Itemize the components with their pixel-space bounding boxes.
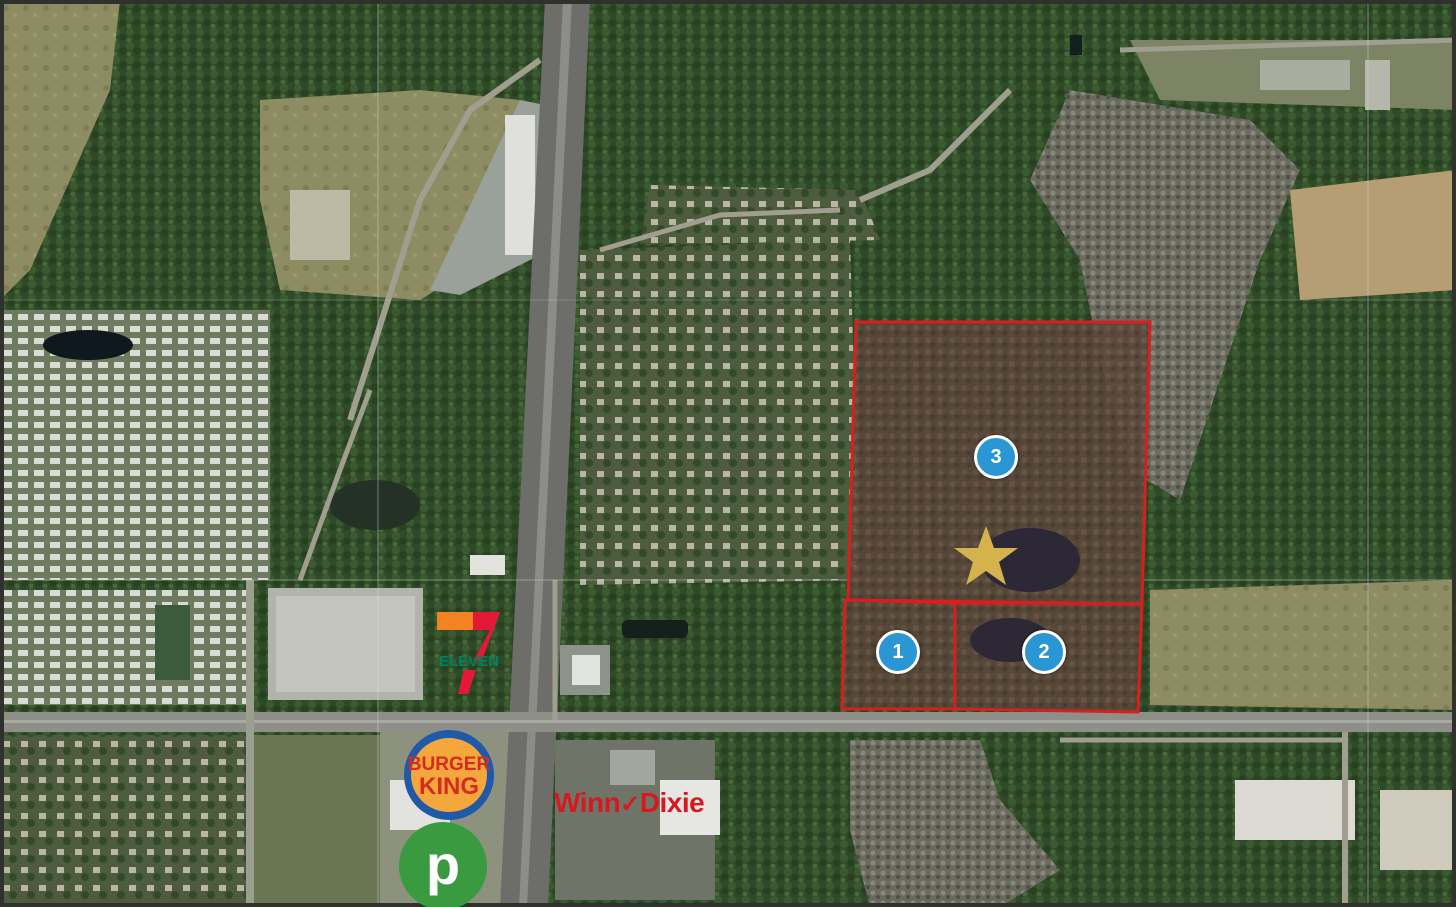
publix-logo: p: [399, 822, 487, 907]
burger-king-line1: BURGER: [408, 754, 491, 775]
parcel-outlines: [840, 320, 1152, 714]
winn-dixie-logo: Winn✓Dixie: [554, 787, 705, 819]
parcel-marker-2[interactable]: 2: [1022, 630, 1066, 674]
burger-king-line2: KING: [419, 773, 479, 800]
publix-letter: p: [426, 833, 460, 896]
star-icon: [954, 526, 1018, 585]
seven-eleven-text: ELEVEN: [439, 653, 499, 670]
parcel-marker-1[interactable]: 1: [876, 630, 920, 674]
winn-text: Winn: [554, 787, 621, 818]
parcel-marker-label: 3: [990, 445, 1002, 468]
parcel-2-outline: [953, 601, 1144, 714]
seven-eleven-logo: ELEVEN: [437, 612, 500, 694]
parcel-marker-label: 1: [892, 640, 904, 663]
parcel-marker-3[interactable]: 3: [974, 435, 1018, 479]
check-icon: ✓: [620, 791, 640, 818]
parcel-marker-label: 2: [1038, 640, 1050, 663]
burger-king-logo: BURGER KING: [404, 730, 494, 820]
dixie-text: Dixie: [639, 787, 705, 818]
